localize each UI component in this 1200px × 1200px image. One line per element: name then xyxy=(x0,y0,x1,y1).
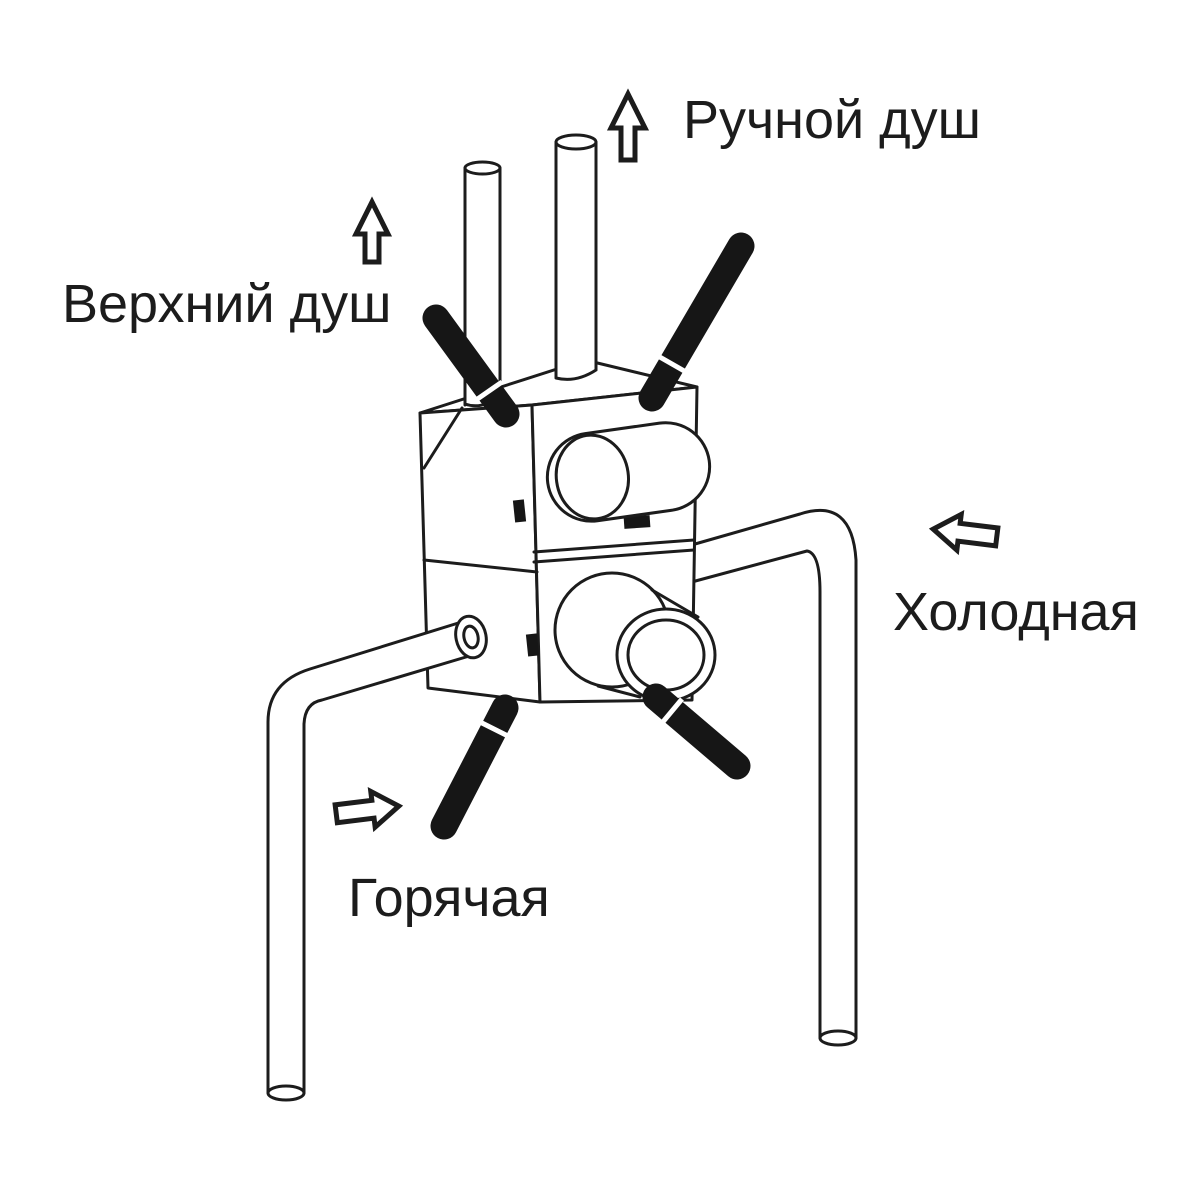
mounting-tab xyxy=(525,633,540,657)
mounting-tab xyxy=(512,499,527,523)
label-cold-water: Холодная xyxy=(893,582,1139,642)
lever-upper-left xyxy=(422,304,520,428)
label-overhead-shower: Верхний душ xyxy=(62,274,391,334)
label-hot-water: Горячая xyxy=(348,868,550,928)
cold-water-left-arrow-icon xyxy=(928,509,1001,556)
valve-body-seams xyxy=(422,406,696,574)
lever-upper-right xyxy=(638,232,755,412)
lever-lower-left xyxy=(430,694,519,840)
overhead-shower-up-arrow-icon xyxy=(351,196,393,265)
label-hand-shower: Ручной душ xyxy=(683,90,981,150)
valve-cartridge xyxy=(545,421,712,523)
control-knob xyxy=(553,571,717,703)
inlet-port xyxy=(454,614,488,660)
hot-water-inlet-pipe xyxy=(266,614,488,1102)
cold-water-inlet-pipe xyxy=(686,508,858,1047)
hand-shower-outlet-pipe xyxy=(554,133,598,381)
mounting-tab xyxy=(623,515,651,529)
hand-shower-up-arrow-icon xyxy=(606,88,650,163)
hot-water-right-arrow-icon xyxy=(332,786,404,833)
lever-lower-right xyxy=(642,683,751,780)
